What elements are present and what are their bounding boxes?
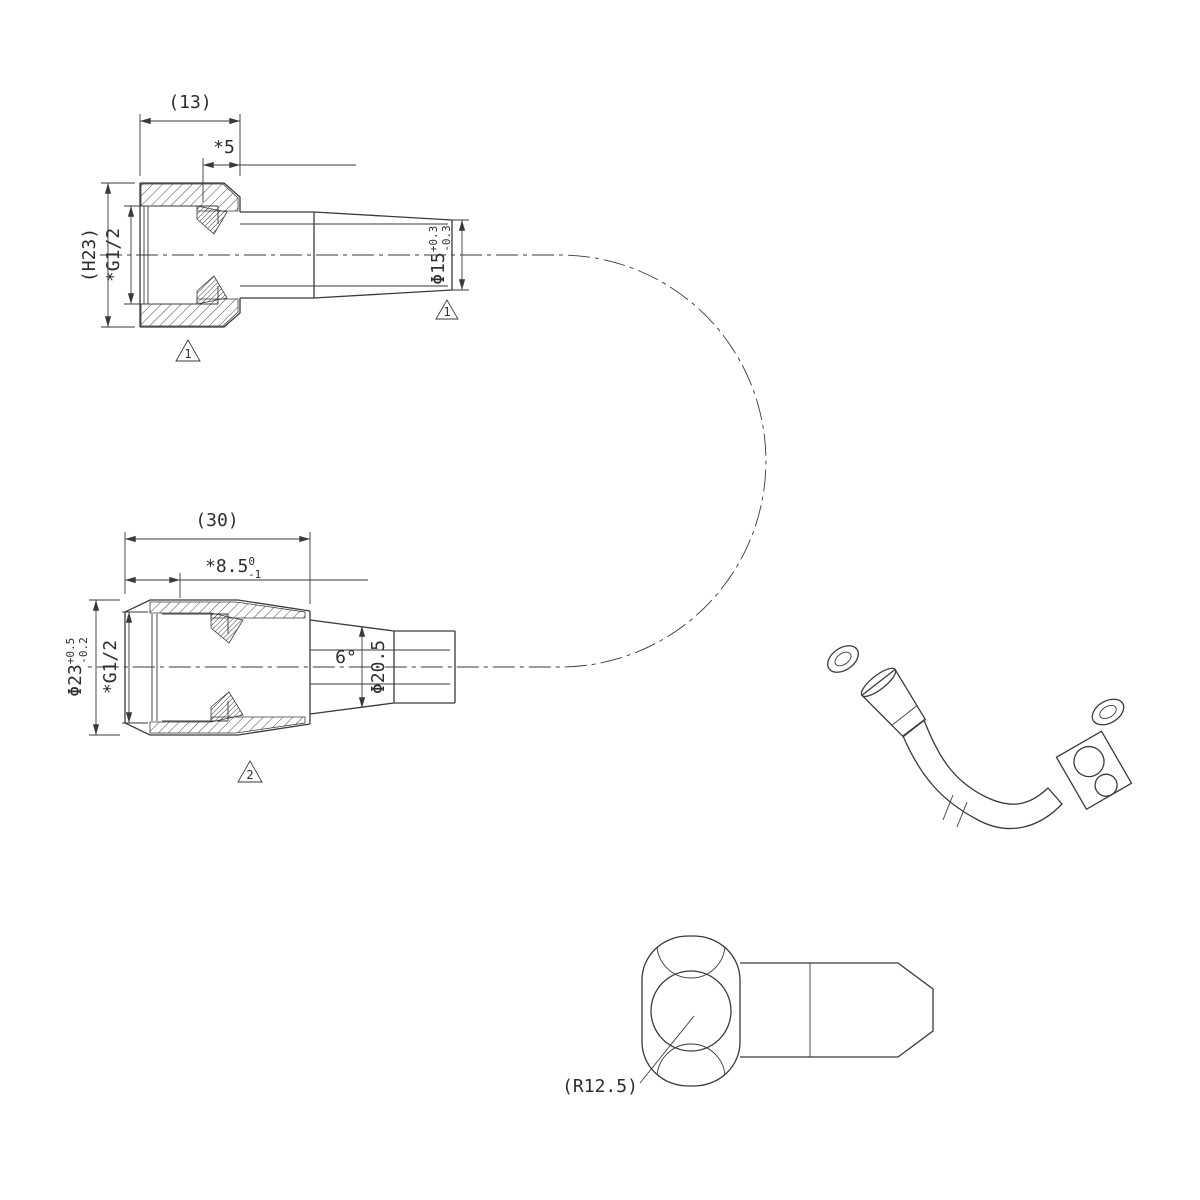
elbow-fitting-view: (R12.5) [562, 935, 934, 1097]
washer-bottom [1091, 698, 1125, 726]
mid-thread-lines [151, 614, 158, 721]
top-tube-outline [240, 211, 453, 299]
cone-fitting-dimensions: (30) *8.50-1 Φ23+0.5-0.2 *G1/2 6° Φ20.5 … [64, 510, 389, 783]
mid-seal-upper [210, 612, 244, 644]
top-seal-upper [196, 205, 228, 235]
note-triangle-2 [237, 760, 263, 783]
hose-tube-body [902, 718, 1063, 830]
top-thread-lines [143, 206, 149, 304]
top-tube-bore [240, 223, 448, 287]
note-triangle-2-number: 2 [246, 768, 253, 782]
hose-end-nut [1055, 730, 1133, 811]
dim-mid-outer-dia-tol-upper: +0.5 [64, 638, 77, 665]
elbow-body [641, 935, 741, 1087]
dim-mid-outer-dia-tol-lower: -0.2 [77, 637, 90, 664]
note-triangle-tube-number: 1 [443, 305, 450, 319]
top-fitting-section [139, 182, 453, 328]
top-fitting-dimensions: (13) *5 (H23) *G1/2 Φ15+0.3-0.3 1 1 [79, 92, 469, 362]
top-seal-lower [196, 275, 228, 305]
mid-seal-lower [210, 691, 244, 723]
dim-top-width: (13) [168, 92, 211, 113]
mid-cone-outline [309, 619, 395, 715]
mid-cavity-lines [162, 613, 229, 722]
mid-tube-outline [393, 630, 456, 704]
dim-cone-dia: Φ20.5 [368, 640, 389, 694]
dim-mid-outer-dia-value: Φ23 [65, 664, 86, 697]
elbow-tube-outline [740, 962, 934, 1058]
hose-collar-line-2 [956, 801, 968, 828]
dim-top-tube-dia-tol-upper: +0.3 [427, 226, 440, 253]
mid-tube-bore [310, 649, 450, 685]
dim-mid-depth-tol-upper: 0 [248, 555, 255, 568]
mid-wall-hatch-upper [149, 601, 306, 619]
dim-cone-angle: 6° [335, 647, 357, 668]
dim-top-height: (H23) [79, 228, 100, 282]
top-cavity-lines [152, 205, 219, 305]
top-nut-outline [139, 182, 241, 328]
elbow-ports [650, 936, 732, 1086]
dim-mid-depth-value: *8.5 [205, 556, 248, 577]
mid-nut-outline [124, 599, 311, 736]
top-wall-hatch-lower [140, 298, 239, 327]
hose-centerline [85, 254, 767, 668]
dim-top-thread: *G1/2 [103, 228, 124, 282]
top-wall-hatch-upper [140, 183, 239, 212]
dim-mid-depth: *8.50-1 [205, 555, 261, 581]
dim-mid-outer-dia: Φ23+0.5-0.2 [64, 637, 90, 697]
dim-top-tube-dia-tol-lower: -0.3 [440, 225, 453, 252]
hose-collar-line-1 [942, 794, 954, 821]
dim-mid-thread: *G1/2 [100, 640, 121, 694]
dim-top-tube-dia: Φ15+0.3-0.3 [427, 225, 453, 285]
dim-mid-width: (30) [195, 510, 238, 531]
elbow-radius-leader [639, 1015, 695, 1084]
note-triangle-tube [435, 299, 459, 320]
note-triangle-1 [175, 339, 201, 362]
note-triangle-1-number: 1 [184, 347, 191, 361]
dim-top-depth: *5 [213, 137, 235, 158]
dim-elbow-radius: (R12.5) [562, 1076, 638, 1097]
mid-wall-hatch-lower [149, 716, 306, 734]
hose-isometric-view [827, 645, 1133, 830]
hose-top-ferrule [860, 667, 927, 738]
cone-fitting-section [124, 599, 456, 736]
dim-top-tube-dia-value: Φ15 [428, 252, 449, 285]
dim-mid-depth-tol-lower: -1 [248, 568, 261, 581]
washer-top [827, 645, 859, 673]
